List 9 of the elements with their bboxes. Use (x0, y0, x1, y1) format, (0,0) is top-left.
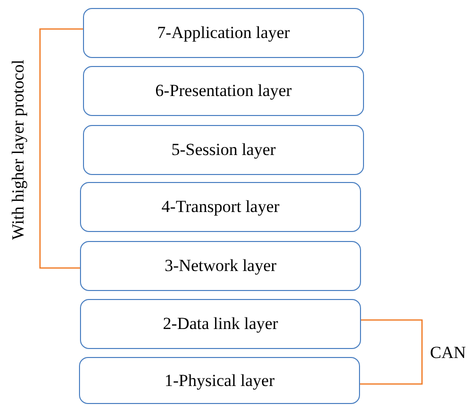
side-label: CAN (430, 342, 466, 364)
side-label: With higher layer protocol (7, 60, 28, 240)
layer-box: 4-Transport layer (80, 182, 361, 232)
layer-box: 6-Presentation layer (83, 66, 364, 116)
layer-box: 5-Session layer (83, 125, 364, 175)
layer-box: 3-Network layer (80, 241, 361, 291)
layer-box: 7-Application layer (83, 8, 364, 58)
layer-box: 1-Physical layer (79, 357, 360, 404)
layer-box: 2-Data link layer (80, 299, 361, 349)
